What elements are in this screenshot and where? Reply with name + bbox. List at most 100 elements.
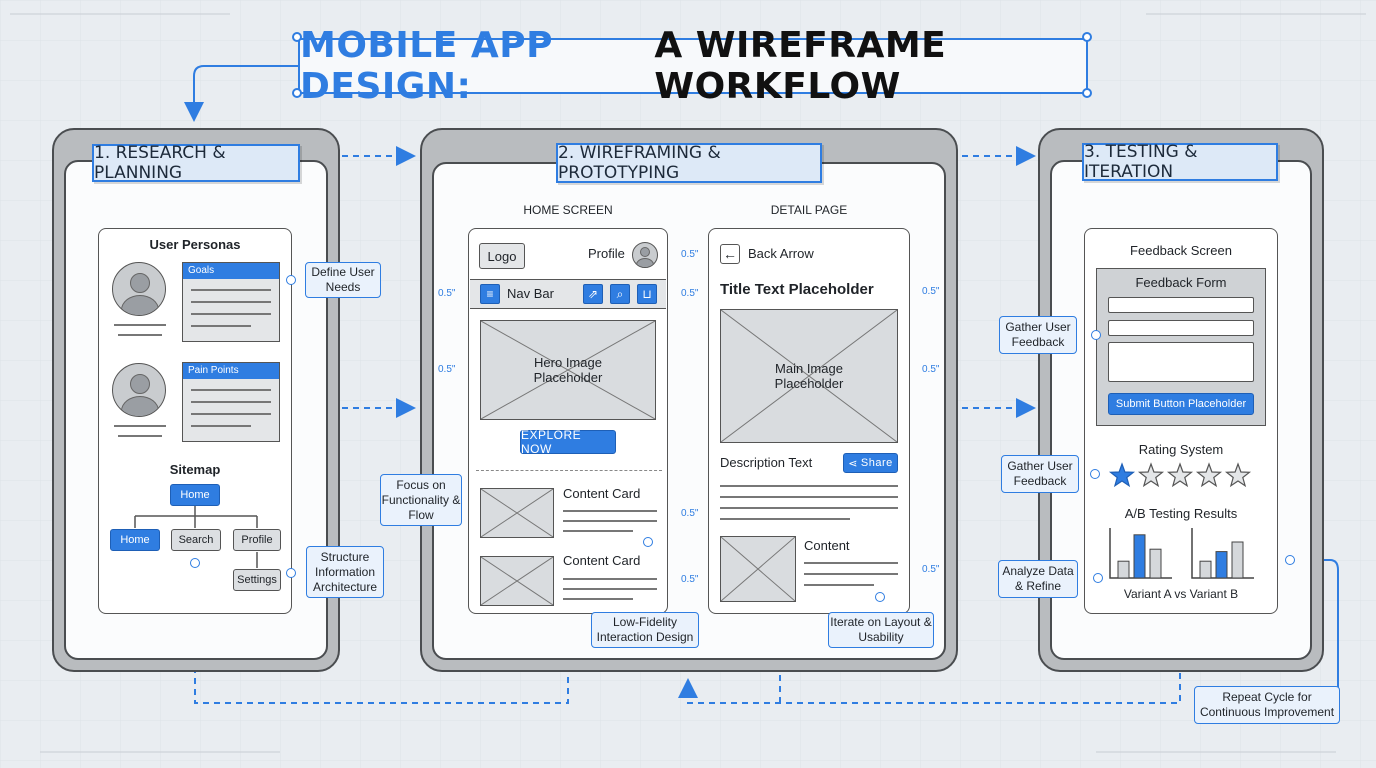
- dim-label: 0.5": [922, 364, 940, 375]
- persona-avatar-1: [112, 262, 166, 316]
- testing-header: 3. TESTING & ITERATION: [1082, 142, 1278, 182]
- feedback-input-1[interactable]: [1108, 297, 1254, 313]
- explore-now-button[interactable]: EXPLORE NOW: [520, 428, 616, 456]
- callout-repeat-cycle: Repeat Cycle for Continuous Improvement: [1194, 686, 1340, 724]
- content-card-1-title[interactable]: Content Card: [563, 486, 641, 501]
- ab-title: A/B Testing Results: [1124, 506, 1238, 521]
- sitemap-node-home[interactable]: Home: [110, 529, 160, 551]
- main-image-label: Main Image Placeholder: [774, 361, 844, 391]
- feedback-form-title: Feedback Form: [1135, 275, 1227, 290]
- goals-label: Goals: [183, 263, 279, 279]
- callout-gather-feedback-2: Gather User Feedback: [1001, 455, 1079, 493]
- star-filled-icon[interactable]: [1108, 462, 1136, 488]
- variant-b-bar: [1231, 541, 1244, 579]
- callout-anchor: [286, 275, 296, 285]
- nav-bar: [470, 279, 666, 309]
- content-card-image-2: [480, 556, 554, 606]
- variant-a-bar: [1133, 534, 1146, 579]
- feedback-input-2[interactable]: [1108, 320, 1254, 336]
- star-empty-icon[interactable]: [1166, 462, 1194, 488]
- callout-gather-feedback-1: Gather User Feedback: [999, 316, 1077, 354]
- callout-define-needs: Define User Needs: [305, 262, 381, 298]
- dim-label: 0.5": [922, 564, 940, 575]
- callout-focus-functionality: Focus on Functionality & Flow: [380, 474, 462, 526]
- star-empty-icon[interactable]: [1137, 462, 1165, 488]
- callout-low-fidelity: Low-Fidelity Interaction Design: [591, 612, 699, 648]
- ab-caption: Variant A vs Variant B: [1123, 587, 1239, 601]
- dim-label: 0.5": [681, 288, 699, 299]
- content-card-image-1: [480, 488, 554, 538]
- content-card-2-title[interactable]: Content Card: [563, 553, 641, 568]
- dim-label: 0.5": [438, 364, 456, 375]
- profile-avatar[interactable]: [632, 242, 658, 268]
- divider: [476, 470, 662, 471]
- callout-anchor: [1285, 555, 1295, 565]
- callout-anchor: [643, 537, 653, 547]
- sitemap-node-root[interactable]: Home: [170, 484, 220, 506]
- share-button[interactable]: ⋖Share: [843, 453, 898, 473]
- loop-anchor: [190, 558, 200, 568]
- callout-anchor: [1091, 330, 1101, 340]
- sitemap-title: Sitemap: [169, 462, 221, 477]
- logo-placeholder[interactable]: Logo: [479, 243, 525, 269]
- sitemap-node-search[interactable]: Search: [171, 529, 221, 551]
- detail-content-label: Content: [804, 538, 850, 553]
- star-empty-icon[interactable]: [1195, 462, 1223, 488]
- wireframing-header: 2. WIREFRAMING & PROTOTYPING: [556, 143, 822, 183]
- home-profile-label[interactable]: Profile: [588, 246, 625, 261]
- back-arrow-icon[interactable]: ←: [720, 244, 740, 264]
- persona-line: [114, 425, 166, 427]
- description-text: Description Text: [720, 455, 813, 470]
- feedback-screen-title: Feedback Screen: [1130, 243, 1232, 258]
- ab-bar-charts: [1109, 528, 1254, 579]
- menu-icon[interactable]: ≡: [480, 284, 500, 304]
- callout-anchor: [286, 568, 296, 578]
- dim-label: 0.5": [681, 574, 699, 585]
- cart-icon[interactable]: ⊔: [637, 284, 657, 304]
- detail-title-text: Title Text Placeholder: [720, 281, 874, 298]
- callout-anchor: [1090, 469, 1100, 479]
- pain-points-label: Pain Points: [183, 363, 279, 379]
- rating-stars[interactable]: [1108, 461, 1254, 489]
- hero-image-label: Hero Image Placeholder: [533, 355, 603, 385]
- research-header: 1. RESEARCH & PLANNING: [92, 143, 300, 183]
- persona-line: [118, 435, 162, 437]
- callout-analyze: Analyze Data & Refine: [998, 560, 1078, 598]
- persona-line: [114, 324, 166, 326]
- variant-a-bar: [1117, 560, 1130, 579]
- variant-a-bar: [1149, 548, 1162, 579]
- variant-b-bar: [1215, 551, 1228, 579]
- share-label: Share: [860, 457, 893, 469]
- callout-iterate: Iterate on Layout & Usability: [828, 612, 934, 648]
- persona-avatar-2: [112, 363, 166, 417]
- cursor-icon[interactable]: ⇗: [583, 284, 603, 304]
- main-image-placeholder: Main Image Placeholder: [720, 309, 898, 443]
- back-arrow-label[interactable]: Back Arrow: [748, 246, 814, 261]
- page-title: MOBILE APP DESIGN: A WIREFRAME WORKFLOW: [298, 25, 1088, 107]
- detail-page-caption: DETAIL PAGE: [770, 203, 848, 217]
- sitemap-node-settings[interactable]: Settings: [233, 569, 281, 591]
- sitemap-node-profile[interactable]: Profile: [233, 529, 281, 551]
- submit-button[interactable]: Submit Button Placeholder: [1108, 393, 1254, 415]
- persona-line: [118, 334, 162, 336]
- goals-box: Goals: [182, 262, 280, 342]
- hero-image-placeholder: Hero Image Placeholder: [480, 320, 656, 420]
- pain-points-box: Pain Points: [182, 362, 280, 442]
- sitemap-links: [134, 506, 258, 568]
- callout-structure-ia: Structure Information Architecture: [306, 546, 384, 598]
- dim-label: 0.5": [681, 508, 699, 519]
- search-icon[interactable]: ⌕: [610, 284, 630, 304]
- star-empty-icon[interactable]: [1224, 462, 1252, 488]
- title-handle-br[interactable]: [1082, 88, 1092, 98]
- title-handle-tl[interactable]: [292, 32, 302, 42]
- rating-title: Rating System: [1138, 442, 1224, 457]
- dim-label: 0.5": [922, 286, 940, 297]
- feedback-textarea[interactable]: [1108, 342, 1254, 382]
- home-screen-caption: HOME SCREEN: [523, 203, 613, 217]
- title-handle-bl[interactable]: [292, 88, 302, 98]
- personas-title: User Personas: [149, 237, 241, 252]
- share-icon: ⋖: [848, 457, 858, 470]
- detail-content-image: [720, 536, 796, 602]
- title-handle-tr[interactable]: [1082, 32, 1092, 42]
- dim-label: 0.5": [681, 249, 699, 260]
